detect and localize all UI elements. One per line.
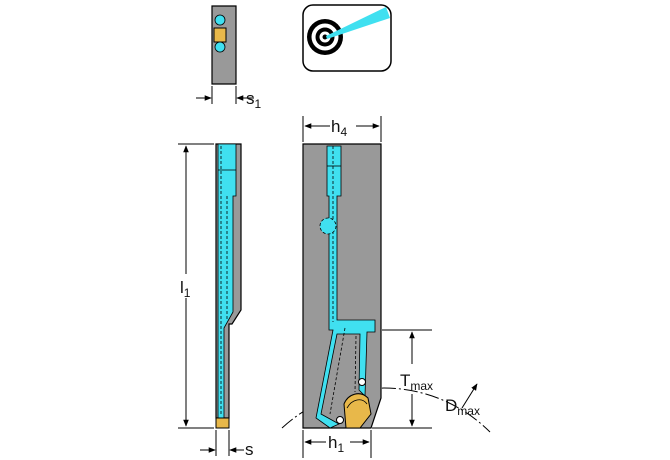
dim-label-dmax: Dmax — [445, 396, 480, 418]
front-view-coolant-channel — [315, 145, 376, 429]
dim-label-s1: s1 — [246, 89, 262, 111]
front-view-insert — [343, 393, 372, 429]
dim-label-l1: l1 — [180, 278, 191, 300]
side-view-insert — [215, 417, 230, 429]
coolant-through-target-icon — [302, 4, 392, 72]
side-view: l1 s — [178, 143, 254, 459]
dim-label-h1: h1 — [328, 433, 344, 455]
end-view-insert — [213, 27, 227, 43]
coolant-port-top — [214, 14, 226, 26]
front-view-coolant-port — [319, 217, 337, 235]
dim-label-h4: h4 — [331, 117, 347, 139]
dim-label-s: s — [245, 440, 254, 459]
end-view: s1 — [196, 5, 262, 111]
coolant-port-bottom — [214, 41, 226, 53]
front-view: h4 Tmax Dmax h1 — [281, 116, 491, 458]
front-view-body — [302, 143, 382, 429]
dim-label-tmax: Tmax — [400, 371, 433, 393]
